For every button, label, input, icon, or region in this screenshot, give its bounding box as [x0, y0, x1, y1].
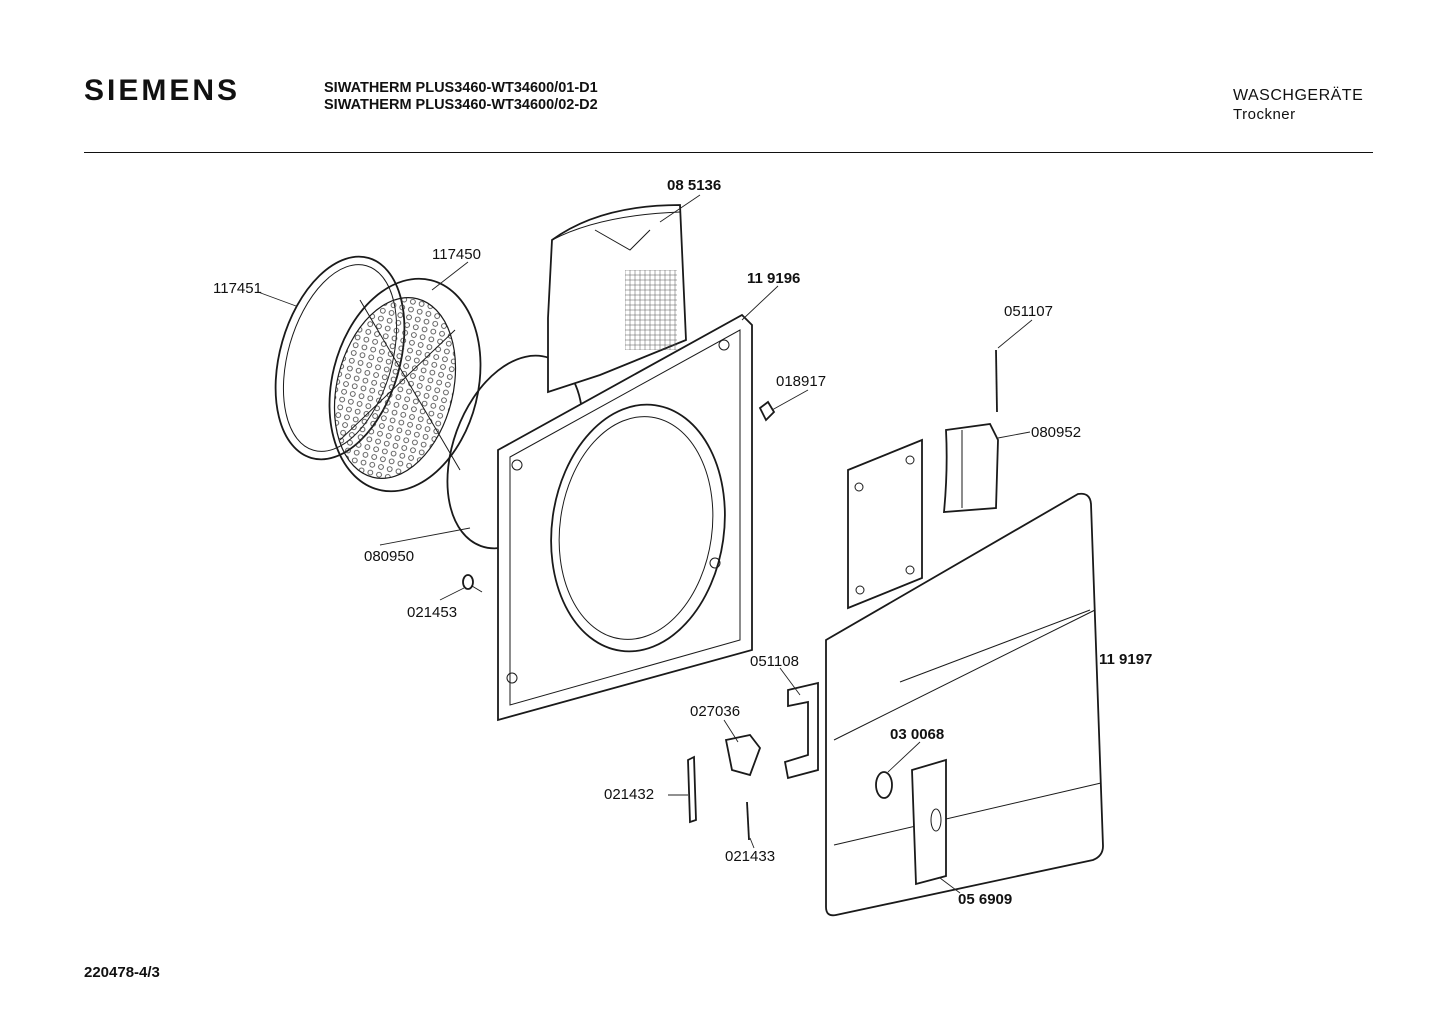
door-handle: [911, 758, 947, 886]
label-018917: 018917: [776, 373, 826, 390]
category-block: WASCHGERÄTE Trockner: [1233, 86, 1363, 124]
label-021433: 021433: [725, 848, 775, 865]
front-panel-frame: [497, 313, 753, 722]
label-027036: 027036: [690, 703, 740, 720]
label-080950: 080950: [364, 548, 414, 565]
label-051107: 051107: [1004, 303, 1053, 320]
label-117451: 117451: [213, 280, 262, 297]
pin: [995, 349, 998, 413]
label-030068: 03 0068: [890, 726, 944, 743]
header-divider: [84, 152, 1373, 153]
category-title: WASCHGERÄTE: [1233, 87, 1364, 104]
filter-housing: [547, 204, 687, 394]
model-line-1: SIWATHERM PLUS3460-WT34600/01-D1: [324, 80, 598, 96]
document-number: 220478-4/3: [84, 964, 160, 981]
label-021453: 021453: [407, 604, 457, 621]
reinforcement-plate: [847, 438, 923, 610]
lint-filter-drum: [328, 277, 482, 493]
category-subtitle: Trockner: [1233, 106, 1296, 123]
leader-lines: [257, 194, 1033, 894]
door-panel: [825, 492, 1104, 917]
brand-logo: SIEMENS: [84, 74, 241, 107]
label-117450: 117450: [432, 246, 481, 263]
door-latch: [783, 681, 819, 780]
label-119197: 11 9197: [1099, 651, 1152, 668]
clip: [758, 400, 776, 422]
screw: [462, 574, 483, 593]
hinge-bracket: [943, 423, 999, 513]
label-085136: 08 5136: [667, 177, 721, 194]
model-line-2: SIWATHERM PLUS3460-WT34600/02-D2: [324, 97, 598, 113]
label-119196: 11 9196: [747, 270, 800, 287]
door-button: [875, 771, 893, 799]
label-056909: 05 6909: [958, 891, 1012, 908]
label-080952: 080952: [1031, 424, 1081, 441]
label-021432: 021432: [604, 786, 654, 803]
label-051108: 051108: [750, 653, 799, 670]
seal-strip: [687, 755, 697, 824]
model-designations: SIWATHERM PLUS3460-WT34600/01-D1 SIWATHE…: [324, 80, 598, 114]
latch-pin: [746, 801, 750, 841]
part-labels: 08 5136 117450 117451 11 9196 051107 018…: [213, 177, 1152, 908]
door-catch: [724, 734, 762, 777]
